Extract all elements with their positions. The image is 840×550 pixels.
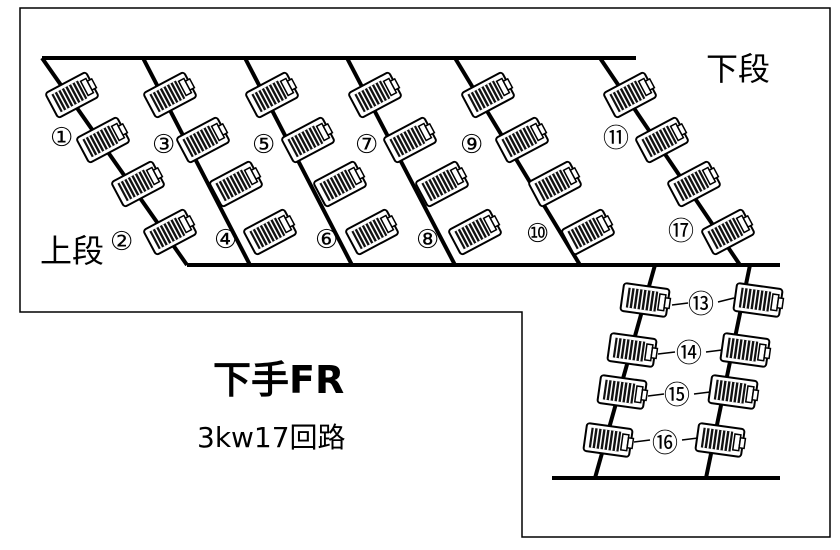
circuit-label-8: ⑧ [416,225,439,255]
circuit-label-5: ⑤ [252,130,275,160]
circuit-label-1: ① [50,123,73,153]
circuit-label-16: ⑯ [652,429,678,459]
leader-lines [633,297,735,443]
circuit-label-4: ④ [214,225,237,255]
circuit-label-17: ⑰ [668,217,694,247]
circuit-label-14: ⑭ [676,339,702,369]
circuit-label-7: ⑦ [355,130,378,160]
circuit-label-9: ⑨ [460,130,483,160]
upper-tier-label: 上段 [40,232,104,270]
circuit-label-2: ② [110,227,133,257]
circuit-label-13: ⑬ [688,290,714,320]
circuit-label-11: ⑪ [603,124,629,154]
diagram-subtitle: 3kw17回路 [197,421,346,454]
lower-tier-label: 下段 [706,50,770,88]
diagram-title: 下手FR [213,358,344,402]
circuit-label-3: ③ [152,130,175,160]
circuit-label-15: ⑮ [664,381,690,411]
frame-outline [19,7,831,538]
diagonal-pipes [40,56,752,479]
circuit-label-6: ⑥ [315,225,338,255]
circuit-label-10: ⑩ [526,219,549,249]
